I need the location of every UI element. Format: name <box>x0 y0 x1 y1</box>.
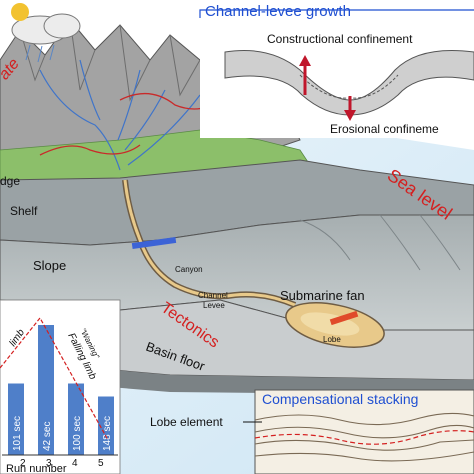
submarine-fan-label: Submarine fan <box>280 288 365 303</box>
sun-icon <box>11 3 29 21</box>
run-bar-1 <box>8 383 24 455</box>
run-chart-bars: 101 sec 42 sec 100 sec 148 sec <box>8 325 114 455</box>
run-bar-label-3: 42 sec <box>42 422 53 451</box>
run-bar-5 <box>98 396 114 455</box>
compensational-stacking-title: Compensational stacking <box>262 391 418 407</box>
run-tick-4: 4 <box>72 458 78 469</box>
river-network <box>39 59 201 171</box>
run-number-label: Run number <box>6 463 67 474</box>
run-chart-ticks: 2 3 4 5 <box>20 458 104 469</box>
lobe-section-marker <box>329 310 359 326</box>
constructional-confinement-label: Constructional confinement <box>267 32 413 46</box>
channel-levee-growth-title: Channel-levee growth <box>205 3 351 20</box>
lobe-element-label: Lobe element <box>150 415 223 429</box>
run-bar-label-4: 100 sec <box>72 416 83 451</box>
run-bar-3 <box>38 325 54 455</box>
run-tick-2: 2 <box>20 458 26 469</box>
rain-icon <box>25 44 55 63</box>
slope-label: Slope <box>33 258 66 273</box>
levee-label: Levee <box>203 301 225 310</box>
stacking-layers <box>254 412 474 462</box>
erosional-confinement-label: Erosional confineme <box>330 122 439 136</box>
run-bar-label-5: 148 sec <box>102 416 113 451</box>
levee-profile <box>224 49 474 116</box>
lobe-label: Lobe <box>323 335 341 344</box>
run-tick-3: 3 <box>46 458 52 469</box>
run-bar-label-1: 101 sec <box>12 416 23 451</box>
run-bar-4 <box>68 383 84 455</box>
ridge-label: dge <box>0 174 20 188</box>
channel-label: Channel <box>198 291 228 300</box>
run-tick-5: 5 <box>98 458 104 469</box>
mountain-shading <box>19 19 256 112</box>
shelf-ridges <box>299 214 461 271</box>
canyon-label: Canyon <box>175 265 203 274</box>
shelf-label: Shelf <box>10 204 38 218</box>
canyon-section-marker <box>131 236 177 250</box>
hydrograph-line <box>0 316 109 441</box>
